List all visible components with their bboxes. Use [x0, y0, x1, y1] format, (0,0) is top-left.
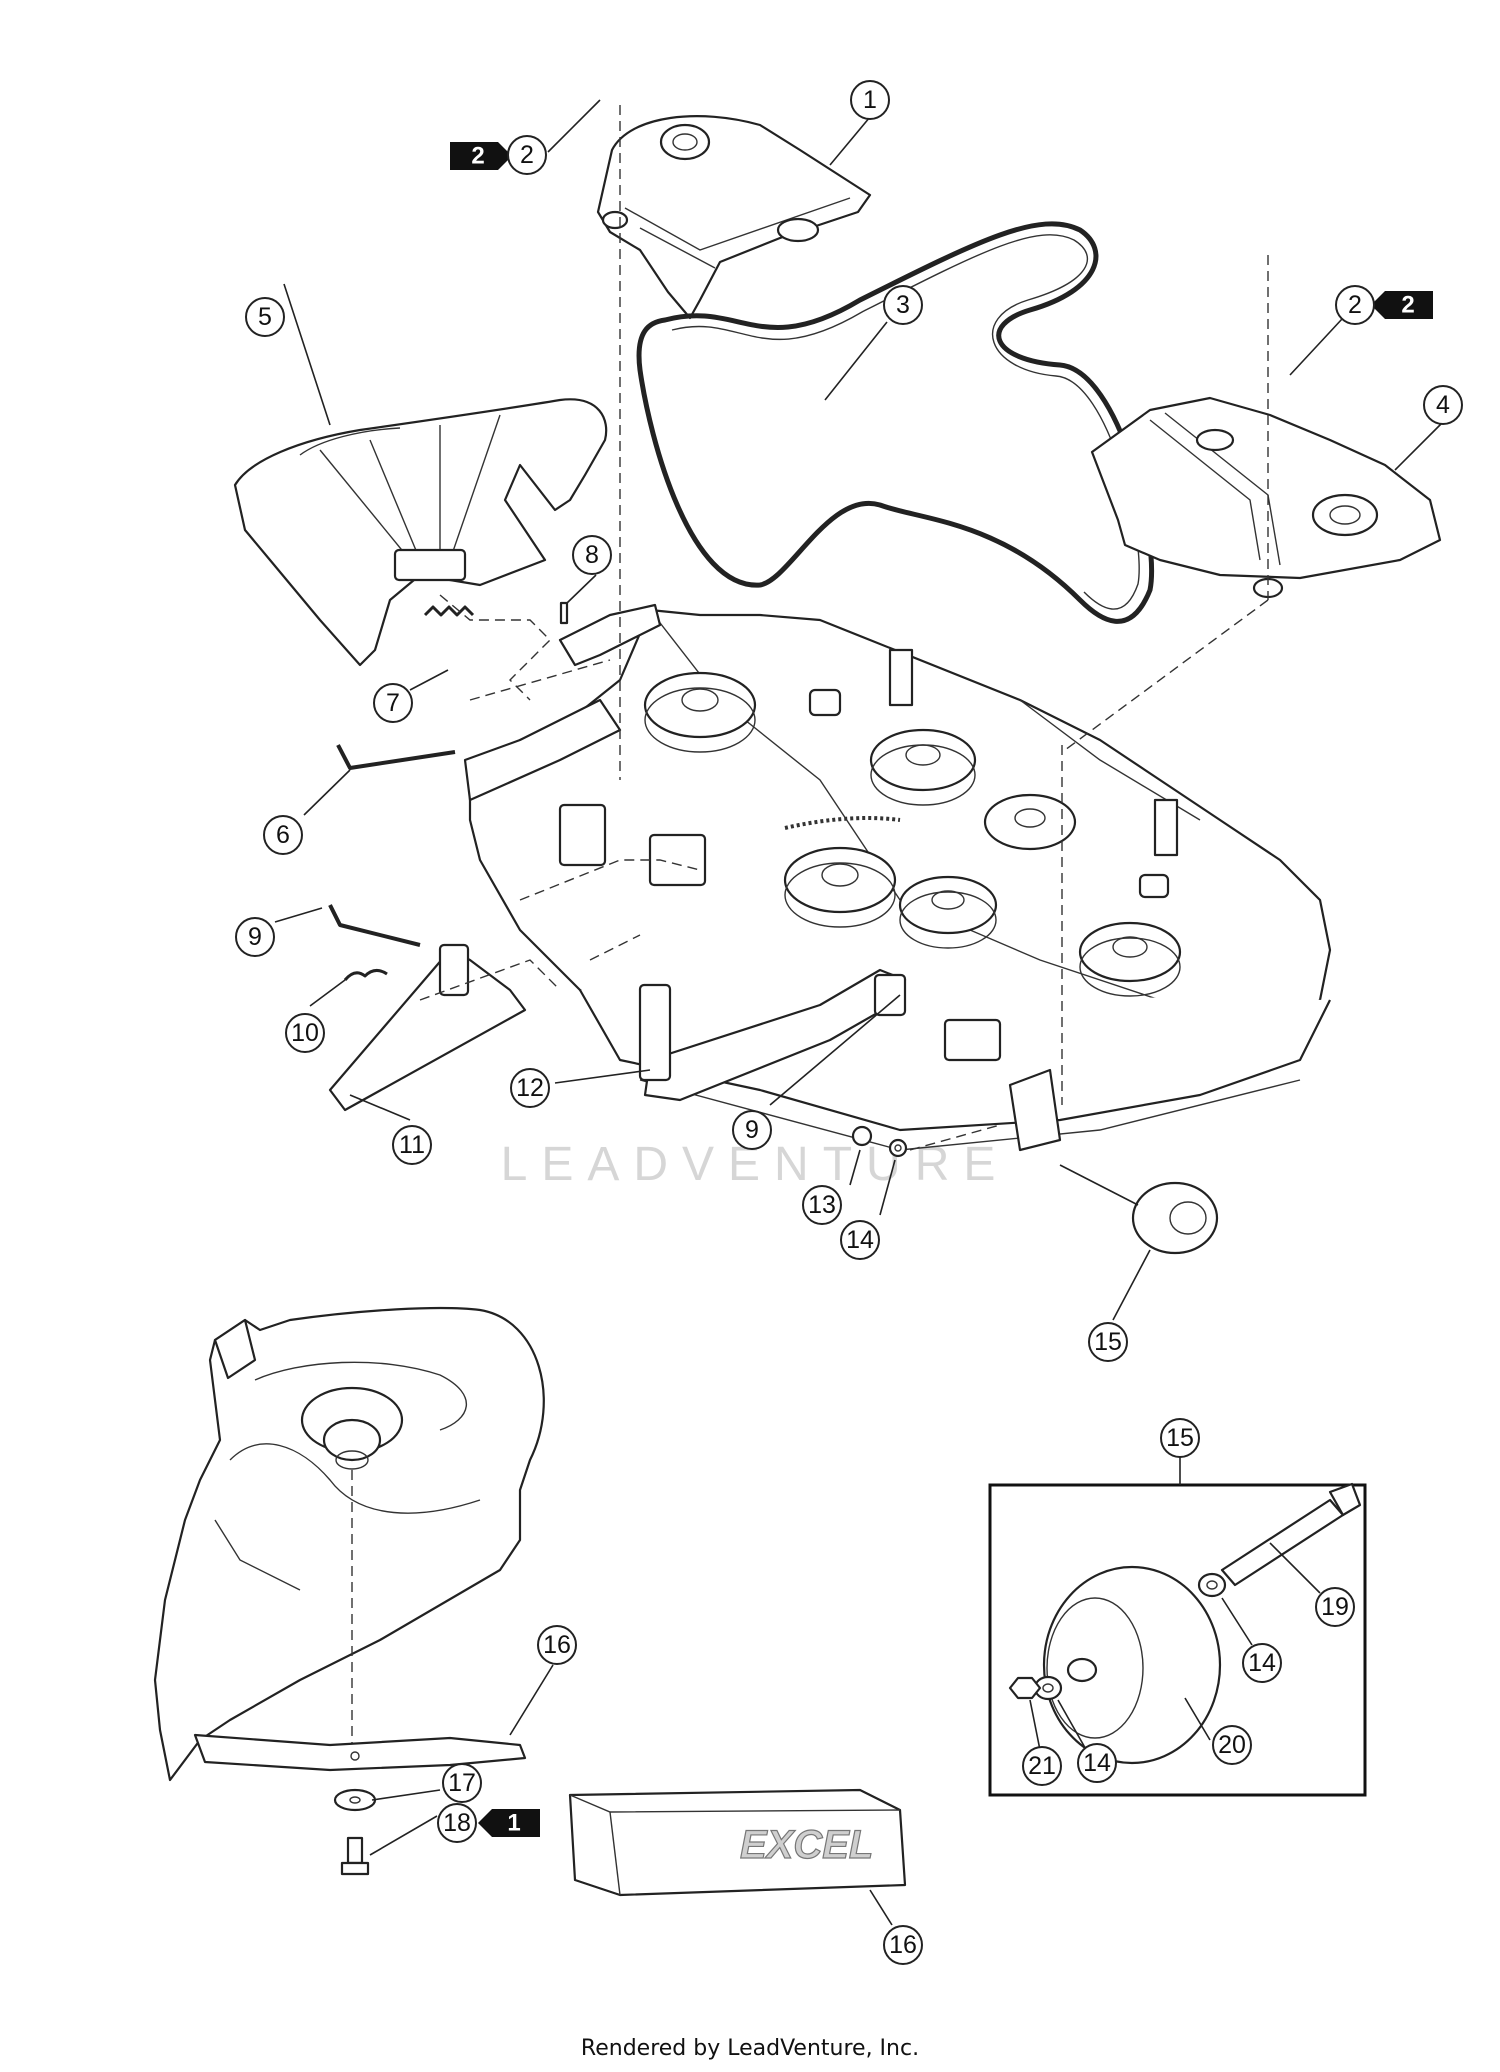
callout-2-right: 2: [1335, 285, 1375, 325]
flag-1-bolt-label: 1: [507, 1810, 520, 1837]
callout-11: 11: [392, 1125, 432, 1165]
callout-20: 20: [1212, 1725, 1252, 1765]
callout-6: 6: [263, 815, 303, 855]
pulleys: [643, 671, 1182, 997]
callout-14-deck-label: 14: [846, 1226, 874, 1254]
callout-16-box: 16: [883, 1925, 923, 1965]
flag-2-right: 2: [1371, 291, 1433, 319]
belt-cover-right: [1090, 396, 1442, 599]
assembly-lines-upper: [419, 105, 1269, 1151]
callout-16-box-label: 16: [889, 1931, 917, 1959]
callout-18-label: 18: [443, 1809, 471, 1837]
callout-2-right-label: 2: [1348, 291, 1362, 319]
callout-9-left-label: 9: [248, 923, 262, 951]
callout-9-left: 9: [235, 917, 275, 957]
callout-14-inset-left: 14: [1077, 1743, 1117, 1783]
callout-8-label: 8: [585, 541, 599, 569]
callout-15-inset-label: 15: [1166, 1424, 1194, 1452]
callout-14-inset-right-label: 14: [1248, 1649, 1276, 1677]
callout-19-label: 19: [1321, 1593, 1349, 1621]
callout-17: 17: [442, 1763, 482, 1803]
callout-5: 5: [245, 297, 285, 337]
belt-cover-left: [596, 115, 872, 320]
blade: [193, 1733, 527, 1772]
callout-2-top: 2: [507, 135, 547, 175]
blade-washer: [333, 1788, 377, 1812]
callout-10: 10: [285, 1013, 325, 1053]
flag-2-right-label: 2: [1401, 292, 1414, 319]
excel-label: EXCEL: [740, 1823, 873, 1867]
flag-2-top: 2: [450, 142, 512, 170]
callout-14-inset-left-label: 14: [1083, 1749, 1111, 1777]
callout-9-right-label: 9: [745, 1116, 759, 1144]
footer-credit: Rendered by LeadVenture, Inc.: [580, 2036, 920, 2061]
callout-14-inset-right: 14: [1242, 1643, 1282, 1683]
callout-2-top-label: 2: [520, 141, 534, 169]
callout-21-label: 21: [1028, 1752, 1056, 1780]
discharge-chute: [233, 398, 608, 667]
callout-6-label: 6: [276, 821, 290, 849]
belt: [636, 221, 1155, 624]
callout-15-wheel: 15: [1088, 1322, 1128, 1362]
callout-21: 21: [1022, 1746, 1062, 1786]
callout-8: 8: [572, 535, 612, 575]
callout-1-label: 1: [863, 86, 877, 114]
callout-13-label: 13: [808, 1191, 836, 1219]
callout-16-blade: 16: [537, 1625, 577, 1665]
callout-5-label: 5: [258, 303, 272, 331]
flag-2-top-label: 2: [471, 143, 484, 170]
callout-7-label: 7: [386, 689, 400, 717]
callout-13: 13: [802, 1185, 842, 1225]
callout-20-label: 20: [1218, 1731, 1246, 1759]
callout-12-label: 12: [516, 1074, 544, 1102]
callout-1: 1: [850, 80, 890, 120]
blade-bolt: [340, 1836, 370, 1876]
flag-1-bolt: 1: [478, 1809, 540, 1837]
deck-brackets: [558, 648, 1179, 1152]
leader-lines: [274, 99, 1444, 1926]
callout-14-deck: 14: [840, 1220, 880, 1260]
callout-15-inset: 15: [1160, 1418, 1200, 1458]
gauge-wheel-hardware: [851, 1125, 1219, 1255]
callout-11-label: 11: [399, 1131, 425, 1159]
callout-3-label: 3: [896, 291, 910, 319]
callout-16-blade-label: 16: [543, 1631, 571, 1659]
callout-17-label: 17: [448, 1769, 476, 1797]
callout-4-label: 4: [1436, 391, 1450, 419]
callout-4: 4: [1423, 385, 1463, 425]
callout-3: 3: [883, 285, 923, 325]
callout-9-right: 9: [732, 1110, 772, 1150]
wheel-inset: [988, 1450, 1367, 1797]
blade-box: EXCEL: [568, 1788, 907, 1897]
small-hardware: [328, 601, 569, 981]
deck-underside: [153, 1306, 545, 1782]
callout-15-wheel-label: 15: [1094, 1328, 1122, 1356]
callout-10-label: 10: [291, 1019, 319, 1047]
callout-12: 12: [510, 1068, 550, 1108]
callout-7: 7: [373, 683, 413, 723]
callout-18: 18: [437, 1803, 477, 1843]
front-hanger-arm: [638, 968, 907, 1102]
side-hanger-arm: [328, 943, 527, 1112]
callout-19: 19: [1315, 1587, 1355, 1627]
